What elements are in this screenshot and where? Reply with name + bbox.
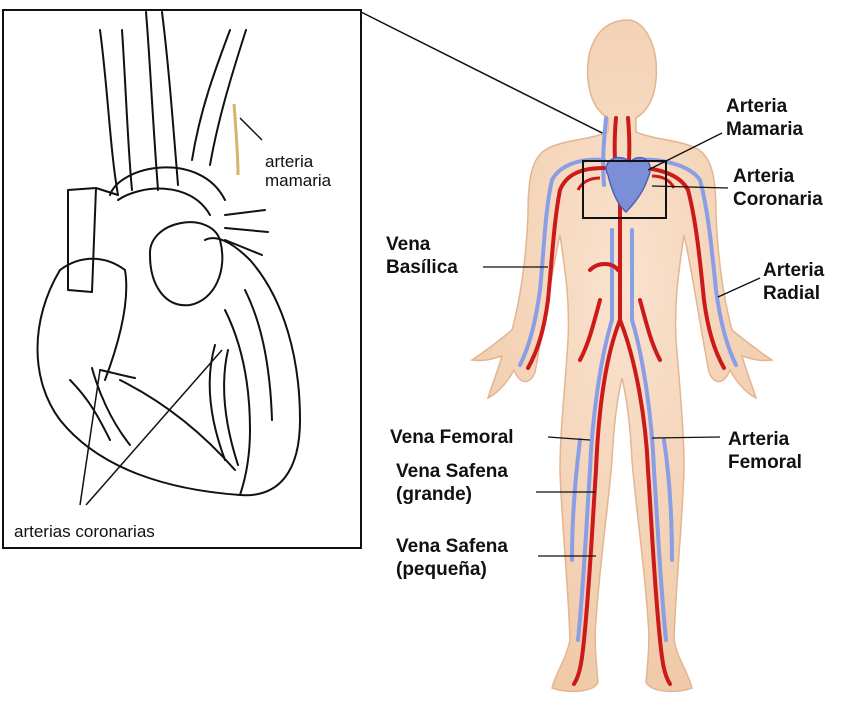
label-vena-basilica-line2: Basílica: [386, 256, 458, 279]
label-arteria-femoral: Arteria Femoral: [728, 428, 802, 474]
inset-label-coronary: arterias coronarias: [14, 522, 155, 541]
label-arteria-coronaria-line1: Arteria: [733, 165, 823, 188]
label-vena-safena-pequena-line1: Vena Safena: [396, 535, 508, 558]
label-vena-femoral: Vena Femoral: [390, 426, 514, 449]
inset-frame: [3, 10, 361, 548]
label-vena-basilica: Vena Basílica: [386, 233, 458, 279]
inset-label-mammary: arteria mamaria: [265, 152, 331, 190]
label-vena-safena-grande-line2: (grande): [396, 483, 508, 506]
label-arteria-radial-line2: Radial: [763, 282, 824, 305]
label-arteria-femoral-line2: Femoral: [728, 451, 802, 474]
label-vena-safena-pequena-line2: (pequeña): [396, 558, 508, 581]
label-arteria-mamaria: Arteria Mamaria: [726, 95, 803, 141]
label-vena-safena-pequena: Vena Safena (pequeña): [396, 535, 508, 581]
label-arteria-radial-line1: Arteria: [763, 259, 824, 282]
label-vena-basilica-line1: Vena: [386, 233, 458, 256]
label-arteria-radial: Arteria Radial: [763, 259, 824, 305]
label-arteria-coronaria: Arteria Coronaria: [733, 165, 823, 211]
label-vena-safena-grande-line1: Vena Safena: [396, 460, 508, 483]
label-arteria-femoral-line1: Arteria: [728, 428, 802, 451]
label-arteria-mamaria-line1: Arteria: [726, 95, 803, 118]
label-vena-safena-grande: Vena Safena (grande): [396, 460, 508, 506]
inset-label-mammary-line2: mamaria: [265, 171, 331, 190]
label-arteria-coronaria-line2: Coronaria: [733, 188, 823, 211]
label-arteria-mamaria-line2: Mamaria: [726, 118, 803, 141]
inset-label-mammary-line1: arteria: [265, 152, 331, 171]
